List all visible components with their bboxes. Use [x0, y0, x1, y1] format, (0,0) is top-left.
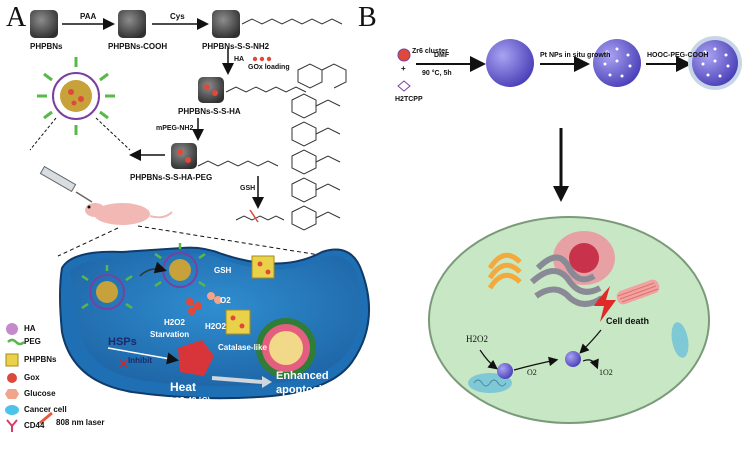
- label-inhibit: Inhibit: [128, 356, 152, 365]
- label-dmf: DMF: [434, 52, 450, 59]
- label-pt-growth: Pt NPs in situ growth: [540, 52, 611, 59]
- label-o2: O2: [220, 296, 231, 305]
- label-b-h2o2: H2O2: [466, 334, 488, 344]
- label-catalase: Catalase-like: [218, 343, 267, 352]
- label-ha-step: HA: [234, 56, 245, 63]
- label-phpbns-ss-ha-peg: PHPBNs-S-S-HA-PEG: [130, 173, 213, 182]
- phpbns-particle-3: [212, 10, 240, 38]
- label-cys: Cys: [170, 12, 185, 21]
- label-b-o2: O2: [527, 368, 537, 377]
- label-mpeg-nh2: mPEG-NH2: [156, 125, 194, 132]
- label-temperature: 90 °C, 5h: [422, 70, 452, 77]
- svg-text:×: ×: [118, 357, 129, 372]
- phpbns-cube-2: [225, 309, 251, 335]
- panel-a-letter: A: [6, 2, 27, 33]
- legend-label-cd44: CD44: [24, 421, 45, 430]
- label-h2tcpp: H2TCPP: [395, 96, 423, 103]
- label-paa: PAA: [80, 12, 97, 21]
- label-plus: +: [401, 64, 406, 73]
- cell-b: [428, 216, 710, 424]
- label-phpbns: PHPBNs: [30, 42, 63, 51]
- label-b-singlet-o2: 1O2: [599, 368, 613, 377]
- nanoparticle-at-membrane-1: [81, 265, 133, 310]
- legend-label-gox: Gox: [24, 373, 40, 382]
- label-phpbns-cooh: PHPBNs-COOH: [108, 42, 168, 51]
- legend-label-laser: 808 nm laser: [56, 418, 105, 427]
- phpbns-particle-1: [30, 10, 58, 38]
- legend-label-phpbns: PHPBNs: [24, 355, 57, 364]
- label-enhanced: Enhanced: [276, 370, 329, 382]
- label-hooc-peg-cooh: HOOC-PEG-COOH: [647, 52, 709, 59]
- glucose-cluster: [186, 292, 222, 315]
- label-hsps: HSPs: [108, 336, 137, 348]
- pt-decorated-sphere: [593, 39, 641, 87]
- nanozyme-1: [497, 363, 513, 379]
- label-phpbns-ss-nh2: PHPBNs-S-S-NH2: [202, 42, 270, 51]
- label-h2o2-b: H2O2: [205, 322, 226, 331]
- label-zr-cluster: Zr6 cluster: [412, 48, 448, 55]
- label-gsh-step: GSH: [240, 185, 256, 192]
- label-phpbns-ss-ha: PHPBNs-S-S-HA: [178, 107, 241, 116]
- legend-label-ha: HA: [24, 324, 36, 333]
- striped-organelle: [616, 279, 660, 305]
- phpbns-particle-5: [171, 143, 197, 169]
- mof-sphere: [486, 39, 534, 87]
- label-h2o2-a: H2O2: [164, 318, 185, 327]
- syringe: [39, 165, 93, 203]
- label-heat-range: (40 °C-48 °C): [162, 396, 211, 405]
- reagent-icons: [397, 48, 411, 92]
- label-cell-death: Cell death: [606, 316, 650, 326]
- legend-label-cancer-cell: Cancer cell: [24, 405, 67, 414]
- legend-icons: [5, 323, 53, 432]
- legend-label-peg: PEG: [24, 337, 41, 346]
- label-gsh: GSH: [214, 266, 232, 275]
- mouse: [85, 203, 173, 225]
- nanoparticle-at-membrane-2: [154, 243, 206, 288]
- label-apoptosis: apoptosis: [276, 384, 328, 396]
- panel-b-letter: B: [358, 2, 377, 33]
- peg-coated-sphere: [688, 36, 742, 90]
- label-starvation: Starvation: [150, 330, 190, 339]
- legend-label-glucose: Glucose: [24, 389, 56, 398]
- nanozyme-2: [565, 351, 581, 367]
- organelle: [256, 318, 316, 378]
- heat-block: [178, 340, 214, 376]
- label-gox-loading: GOx loading: [248, 64, 290, 71]
- nanoparticle-zoom: [37, 57, 115, 135]
- phpbns-cube-1: [251, 255, 275, 279]
- lightning-icon: [594, 286, 616, 322]
- label-heat: Heat: [170, 380, 197, 394]
- phpbns-particle-2: [118, 10, 146, 38]
- phpbns-particle-4: [198, 77, 224, 103]
